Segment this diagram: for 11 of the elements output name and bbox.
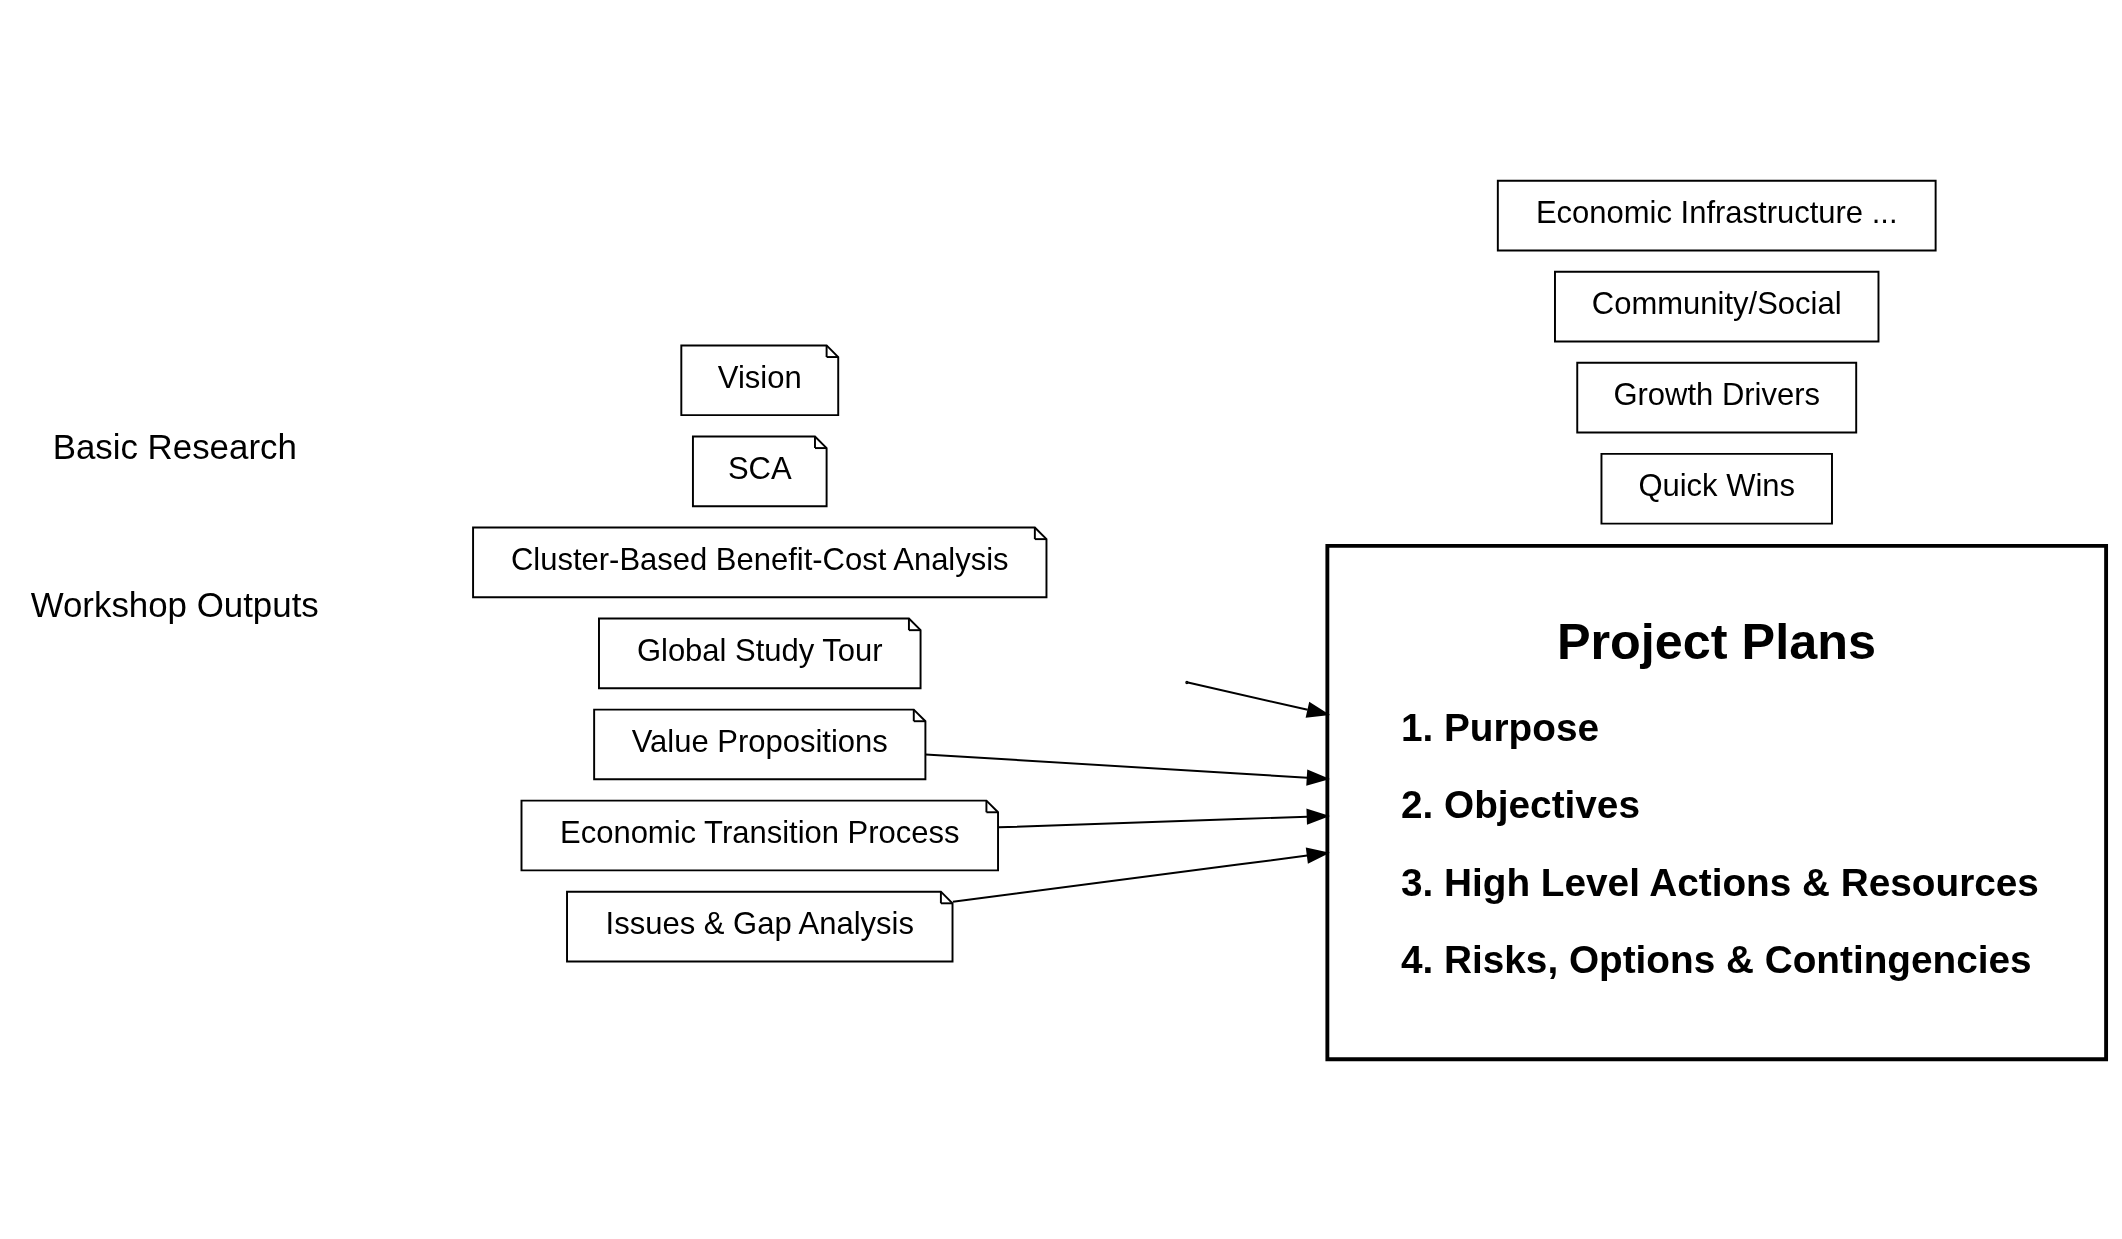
node-box: Community/Social	[1554, 270, 1880, 342]
label: Basic Research	[52, 426, 297, 466]
node-box: Economic Infrastructure ...	[1496, 179, 1937, 251]
node-box: Project Plans 1. Purpose 2. Objectives 3. High Level Actions & Resources 4. Risks, Options & Contingencies	[1325, 543, 2109, 1061]
arrow	[997, 808, 1330, 828]
arrow	[951, 847, 1330, 903]
arrow	[1187, 681, 1331, 718]
arrow	[924, 753, 1330, 786]
node-box: Growth Drivers	[1576, 361, 1858, 434]
node-box: Quick Wins	[1600, 452, 1833, 525]
label: Workshop Outputs	[30, 584, 319, 624]
